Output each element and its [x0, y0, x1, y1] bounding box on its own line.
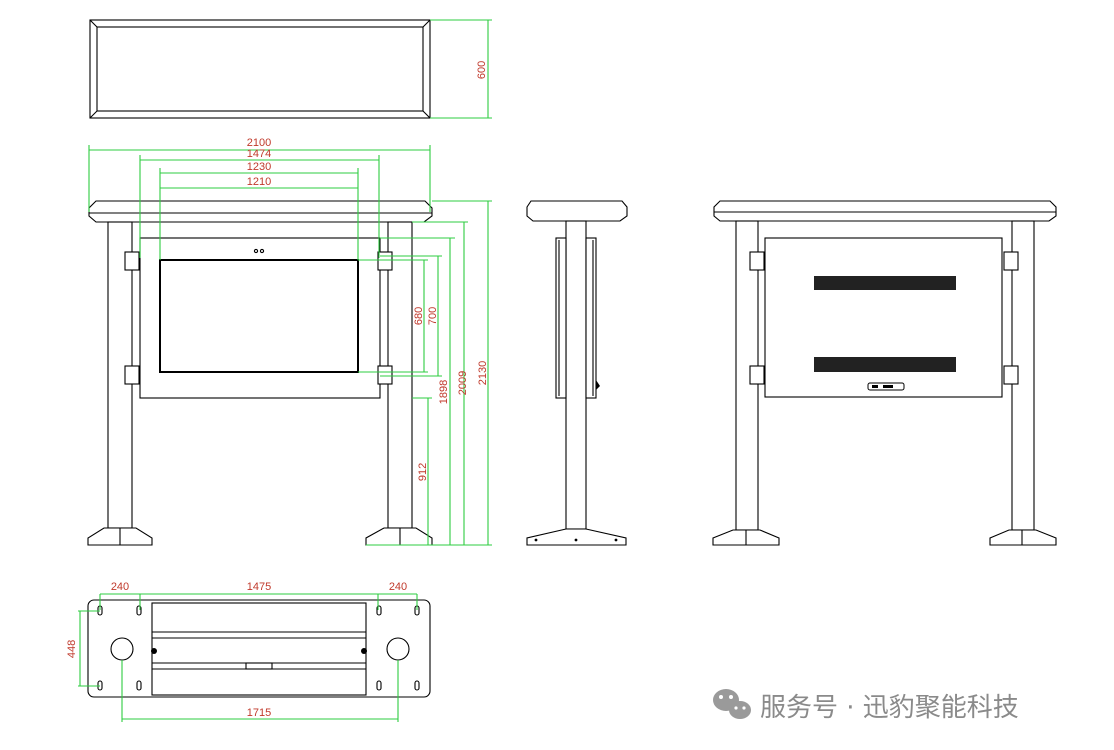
lower-vent	[814, 357, 956, 372]
dim-center-spacing: 1475	[247, 581, 271, 593]
dim-screen-outer-height: 700	[427, 307, 439, 325]
dim-leg-spacing-left: 240	[111, 581, 129, 593]
dim-top-edge-height: 1898	[438, 380, 450, 404]
top-view: 600	[89, 19, 492, 119]
dim-frame-width: 1474	[247, 148, 271, 160]
front-view: 2100 1474 1230 1210 680 700 912 1898 200…	[87, 137, 492, 546]
upper-vent	[814, 276, 956, 290]
base-plan-view: 240 1475 240 448 1715	[66, 581, 431, 722]
dim-screen-width: 1210	[247, 176, 271, 188]
back-view	[712, 200, 1057, 546]
wechat-icon	[713, 689, 751, 719]
dim-overall-width: 2100	[247, 137, 271, 149]
dim-leg-spacing-right: 240	[389, 581, 407, 593]
dim-base-pitch: 1715	[247, 707, 271, 719]
watermark: 服务号 · 迅豹聚能科技	[713, 689, 1019, 723]
dim-base-depth: 448	[66, 640, 78, 658]
watermark-text: 服务号 · 迅豹聚能科技	[760, 693, 1019, 723]
dim-top-view-depth: 600	[476, 61, 488, 79]
dim-panel-height: 2009	[457, 371, 469, 395]
dim-screen-height: 680	[413, 307, 425, 325]
dim-overall-height: 2130	[477, 361, 489, 385]
dim-screen-outer-width: 1230	[247, 161, 271, 173]
dim-bottom-edge-height: 912	[417, 463, 429, 481]
side-view	[526, 200, 628, 546]
